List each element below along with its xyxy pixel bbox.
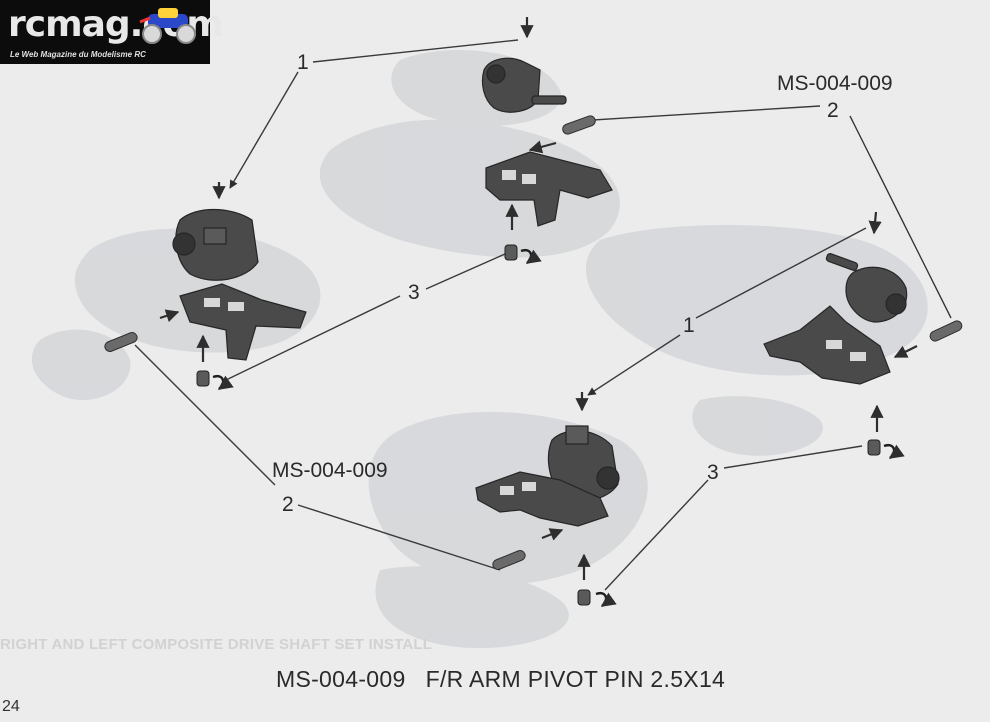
part-caption: MS-004-009 F/R ARM PIVOT PIN 2.5X14 — [276, 666, 726, 692]
pivot-pin-left — [104, 332, 138, 352]
insert-left — [196, 370, 210, 387]
rcmag-logo: rcmag.com Le Web Magazine du Modelisme R… — [0, 0, 224, 64]
page-number: 24 — [2, 698, 20, 715]
leader-lines — [134, 39, 952, 591]
right-knuckle-shaft — [825, 253, 859, 271]
leader-1-top-to-left-part — [229, 71, 299, 189]
upper-arm — [485, 151, 613, 227]
rotate-arrow-left — [212, 374, 234, 390]
leader-3-right-to-right-insert — [723, 445, 863, 469]
upper-knuckle-shaft — [531, 95, 567, 105]
leader-2-right-to-upper-pin — [576, 105, 821, 122]
left-knuckle — [175, 208, 259, 281]
pin-arrow-upper — [528, 140, 557, 154]
rc-buggy-icon — [139, 8, 196, 44]
right-assembly — [763, 253, 908, 385]
leader-3-right-to-lower-insert — [604, 479, 709, 591]
left-assembly — [172, 208, 307, 361]
insert-arrow-right — [868, 211, 882, 235]
pivot-pin-upper — [562, 115, 596, 135]
faint-heading: RIGHT AND LEFT COMPOSITE DRIVE SHAFT SET… — [0, 636, 433, 653]
leader-2-right-to-right-pin — [849, 115, 952, 319]
leader-1-middle-to-right-part — [695, 227, 867, 319]
pivot-pin-lower — [492, 550, 526, 570]
leader-1-top-to-upper-part — [312, 39, 519, 63]
upper-assembly — [481, 57, 613, 227]
callout-1-top: 1 — [297, 51, 309, 74]
pin-arrow-right — [893, 345, 918, 358]
callout-2-right: 2 — [827, 99, 839, 122]
part-code-left: MS-004-009 — [272, 459, 388, 482]
callout-3-right: 3 — [707, 461, 719, 484]
callout-2-left: 2 — [282, 493, 294, 516]
leader-1-middle-to-lower-part — [587, 334, 681, 396]
assembly-arrows — [159, 17, 918, 580]
inserts — [196, 244, 881, 606]
rotate-arrow-lower — [595, 591, 617, 607]
lower-arm — [475, 471, 609, 527]
pin-arrow-left — [159, 309, 180, 323]
pivot-pin-right — [929, 320, 963, 342]
lower-assembly — [475, 425, 620, 527]
logo-tagline: Le Web Magazine du Modelisme RC — [10, 50, 146, 59]
pivot-pins — [104, 115, 963, 570]
rotate-arrow-upper — [520, 248, 542, 264]
callout-3-left: 3 — [408, 281, 420, 304]
leader-2-left-to-lower-pin — [297, 504, 501, 571]
rotation-arrows — [212, 248, 905, 607]
rotate-arrow-right — [883, 443, 905, 459]
leader-3-left-to-upper-insert — [425, 253, 506, 290]
insert-right — [867, 439, 881, 456]
insert-upper — [504, 244, 518, 261]
part-code-right: MS-004-009 — [777, 72, 893, 95]
leader-3-left-to-left-insert — [225, 295, 401, 381]
insert-lower — [577, 589, 591, 606]
leader-2-left-to-left-pin — [134, 344, 276, 486]
callout-1-middle: 1 — [683, 314, 695, 337]
pin-arrow-lower — [541, 528, 564, 541]
